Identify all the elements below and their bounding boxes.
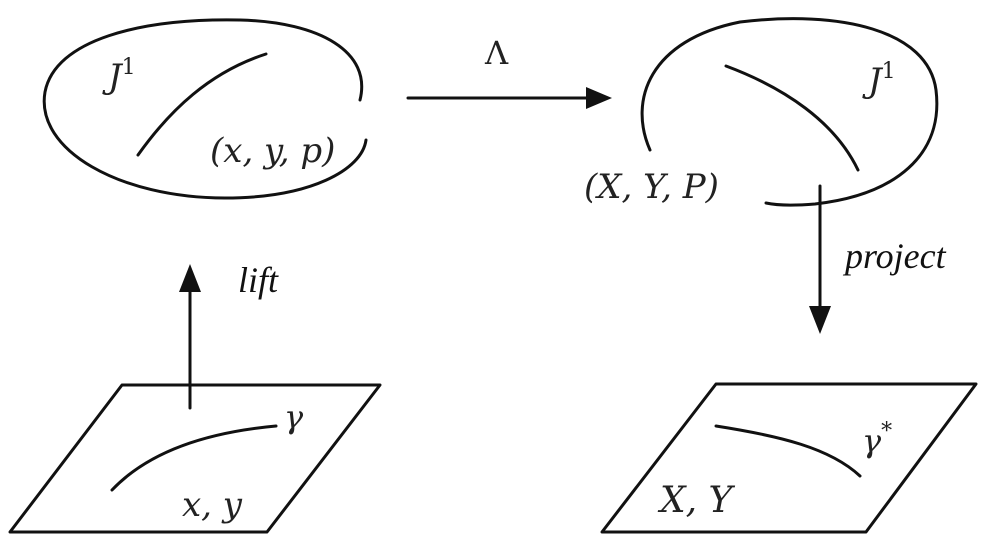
right-jet-curve: [724, 64, 860, 172]
map-arrow-head: [586, 87, 612, 109]
project-arrow-head: [809, 306, 831, 334]
lift-arrow-label: lift: [238, 260, 279, 300]
left-plane-coords: x, y: [182, 485, 243, 525]
project-arrow-label: project: [842, 236, 947, 276]
left-jet-label: J1: [102, 55, 136, 97]
right-plane-coords: X, Y: [657, 480, 736, 521]
right-plane-outline: [600, 382, 978, 534]
left-plane-outline: [8, 383, 382, 534]
right-plane-curve: [714, 424, 862, 478]
left-plane-curve: [110, 424, 278, 492]
right-plane-curve-label: γ*: [862, 419, 892, 460]
lift-arrow-head: [179, 264, 201, 292]
right-jet-point: (X, Y, P): [584, 167, 719, 207]
left-jet-space-outline: [42, 18, 368, 200]
left-jet-curve: [136, 52, 268, 157]
right-jet-space-outline: [640, 17, 939, 207]
right-jet-label: J1: [862, 59, 896, 101]
map-arrow-label: Λ: [484, 34, 509, 72]
left-plane-curve-label: γ: [284, 398, 304, 436]
left-jet-point: (x, y, p): [210, 131, 335, 171]
